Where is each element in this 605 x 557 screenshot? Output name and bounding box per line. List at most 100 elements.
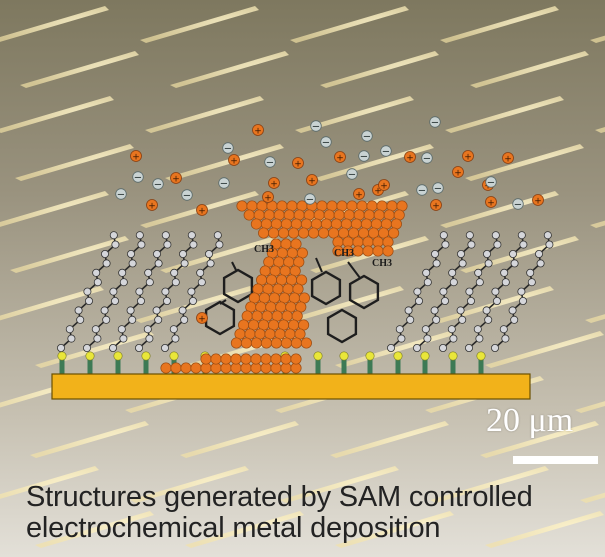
chain-node bbox=[102, 315, 111, 324]
chain-node bbox=[482, 249, 491, 258]
cation-sign: + bbox=[148, 201, 156, 211]
anion bbox=[304, 193, 316, 205]
cation-sign: + bbox=[504, 154, 512, 164]
chain-node bbox=[161, 287, 170, 296]
chain-node bbox=[152, 306, 161, 315]
anion bbox=[361, 130, 373, 142]
anchor-stem bbox=[478, 356, 484, 374]
chain-node bbox=[465, 231, 474, 240]
metal-atom bbox=[388, 227, 400, 239]
metal-atom bbox=[290, 337, 302, 349]
chain-node bbox=[492, 296, 501, 305]
chain-node bbox=[67, 334, 76, 343]
structure-stripe bbox=[20, 51, 139, 88]
metal-atom bbox=[290, 353, 302, 365]
cation-sign: + bbox=[406, 153, 414, 163]
anion-sign: − bbox=[514, 199, 522, 210]
metal-atom bbox=[240, 353, 252, 365]
structure-stripe bbox=[0, 96, 114, 133]
cation bbox=[378, 179, 390, 191]
cation-sign: + bbox=[432, 201, 440, 211]
metal-atom bbox=[260, 337, 272, 349]
chain-node bbox=[128, 315, 137, 324]
chain-node bbox=[187, 287, 196, 296]
anion-sign: − bbox=[431, 117, 439, 128]
metal-atom bbox=[268, 227, 280, 239]
structure-stripe bbox=[435, 286, 554, 323]
metal-atom bbox=[230, 353, 242, 365]
metal-atom bbox=[298, 227, 310, 239]
anion bbox=[512, 198, 524, 210]
chain-node bbox=[447, 325, 456, 334]
chain-node bbox=[83, 287, 92, 296]
chain-node bbox=[475, 334, 484, 343]
chain-node bbox=[466, 296, 475, 305]
gold-substrate bbox=[51, 373, 531, 400]
structure-stripe bbox=[470, 51, 589, 88]
structure-stripe bbox=[320, 51, 439, 88]
chain-node bbox=[171, 334, 180, 343]
chain-node bbox=[144, 268, 153, 277]
headgroup-dot bbox=[476, 351, 486, 361]
chain-node bbox=[91, 325, 100, 334]
chain-node bbox=[170, 268, 179, 277]
headgroup-dot bbox=[169, 351, 179, 361]
metal-atom bbox=[352, 245, 364, 257]
metal-atom bbox=[318, 227, 330, 239]
cation-sign: + bbox=[172, 174, 180, 184]
anion bbox=[222, 142, 234, 154]
structure-stripe bbox=[330, 421, 449, 458]
cation bbox=[430, 199, 442, 211]
cation-sign: + bbox=[198, 206, 206, 216]
chain-node bbox=[526, 268, 535, 277]
cation-sign: + bbox=[454, 168, 462, 178]
benzene-ring bbox=[326, 308, 358, 344]
chain-node bbox=[109, 287, 118, 296]
ring-bond bbox=[231, 261, 237, 271]
anchor-stem bbox=[143, 356, 149, 374]
chain-node bbox=[162, 296, 171, 305]
metal-atom bbox=[270, 337, 282, 349]
chain-node bbox=[501, 334, 510, 343]
anchor-stem bbox=[450, 356, 456, 374]
chain-node bbox=[178, 306, 187, 315]
metal-atom bbox=[300, 337, 312, 349]
chain-node bbox=[213, 231, 222, 240]
metal-atom bbox=[190, 362, 202, 374]
chain-node bbox=[439, 231, 448, 240]
chain-node bbox=[482, 306, 491, 315]
anion-sign: − bbox=[306, 194, 314, 205]
cation bbox=[485, 196, 497, 208]
headgroup-dot bbox=[448, 351, 458, 361]
chain-node bbox=[117, 325, 126, 334]
chain-node bbox=[412, 343, 421, 352]
chain-node bbox=[423, 278, 432, 287]
cation bbox=[130, 150, 142, 162]
chain-node bbox=[111, 296, 120, 305]
cation-sign: + bbox=[534, 196, 542, 206]
structure-stripe bbox=[0, 6, 109, 42]
metal-atom bbox=[220, 353, 232, 365]
structure-stripe bbox=[285, 286, 404, 323]
structure-stripe bbox=[485, 331, 604, 368]
chain-node bbox=[109, 343, 118, 352]
chain-node bbox=[76, 315, 85, 324]
chain-node bbox=[474, 268, 483, 277]
cation-sign: + bbox=[294, 159, 302, 169]
cation-sign: + bbox=[270, 179, 278, 189]
chain-node bbox=[180, 259, 189, 268]
structure-stripe bbox=[575, 401, 605, 413]
anion-sign: − bbox=[117, 189, 125, 200]
chain-node bbox=[206, 259, 215, 268]
chain-node bbox=[432, 315, 441, 324]
ring-bond bbox=[347, 261, 361, 279]
benzene-ring bbox=[310, 270, 342, 306]
anion bbox=[429, 116, 441, 128]
chain-node bbox=[101, 249, 110, 258]
structure-stripe bbox=[145, 96, 264, 133]
chain-node bbox=[439, 287, 448, 296]
chain-node bbox=[491, 231, 500, 240]
ch3-label: CH3 bbox=[334, 248, 354, 259]
anion-sign: − bbox=[348, 169, 356, 180]
cation bbox=[532, 194, 544, 206]
